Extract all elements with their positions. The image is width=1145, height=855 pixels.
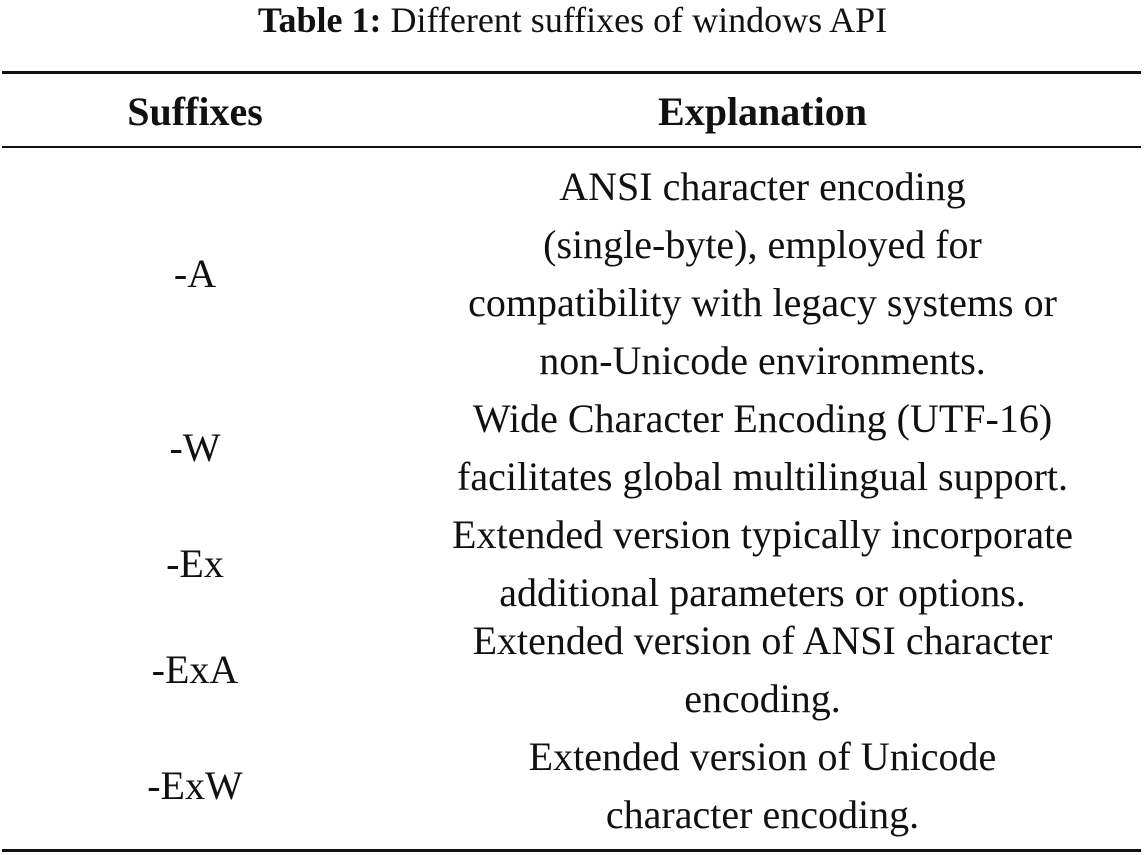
explanation-line: Wide Character Encoding (UTF-16) xyxy=(472,396,1053,441)
explanation-line: Extended version typically incorporate xyxy=(452,512,1073,557)
table-row: -Ex Extended version typically incorpora… xyxy=(0,506,1145,622)
explanation-cell: Extended version of Unicode character en… xyxy=(398,728,1127,844)
explanation-line: Extended version of ANSI character xyxy=(472,618,1053,663)
explanation-line: encoding. xyxy=(684,676,841,721)
table-row: -W Wide Character Encoding (UTF-16) faci… xyxy=(0,390,1145,506)
table-caption: Table 1: Different suffixes of windows A… xyxy=(0,0,1145,44)
explanation-line: non-Unicode environments. xyxy=(539,338,986,383)
suffix-cell: -Ex xyxy=(166,541,224,586)
suffix-cell: -W xyxy=(169,425,221,470)
explanation-cell: Extended version typically incorporate a… xyxy=(398,506,1127,622)
table-top-rule xyxy=(2,71,1141,74)
table-header-rule xyxy=(2,146,1141,148)
explanation-cell: Wide Character Encoding (UTF-16) facilit… xyxy=(398,390,1127,506)
suffix-cell: -A xyxy=(173,251,217,296)
explanation-line: (single-byte), employed for xyxy=(543,222,982,267)
table-header: Suffixes Explanation xyxy=(0,76,1145,144)
header-suffixes: Suffixes xyxy=(127,89,263,134)
explanation-line: ANSI character encoding xyxy=(559,164,966,209)
caption-text: Different suffixes of windows API xyxy=(390,0,888,40)
table-row: -ExA Extended version of ANSI character … xyxy=(0,612,1145,728)
table-row: -ExW Extended version of Unicode charact… xyxy=(0,728,1145,844)
suffix-cell: -ExW xyxy=(147,763,243,808)
table-row: -A ANSI character encoding (single-byte)… xyxy=(0,158,1145,390)
explanation-line: Extended version of Unicode xyxy=(528,734,997,779)
explanation-line: character encoding. xyxy=(605,792,920,837)
explanation-cell: Extended version of ANSI character encod… xyxy=(398,612,1127,728)
table-bottom-rule xyxy=(2,849,1141,852)
explanation-line: additional parameters or options. xyxy=(499,570,1026,615)
header-explanation: Explanation xyxy=(658,89,867,134)
suffix-cell: -ExA xyxy=(151,647,239,692)
explanation-line: facilitates global multilingual support. xyxy=(457,454,1068,499)
explanation-cell: ANSI character encoding (single-byte), e… xyxy=(398,158,1127,390)
explanation-line: compatibility with legacy systems or xyxy=(468,280,1057,325)
caption-label: Table 1: xyxy=(257,0,382,40)
